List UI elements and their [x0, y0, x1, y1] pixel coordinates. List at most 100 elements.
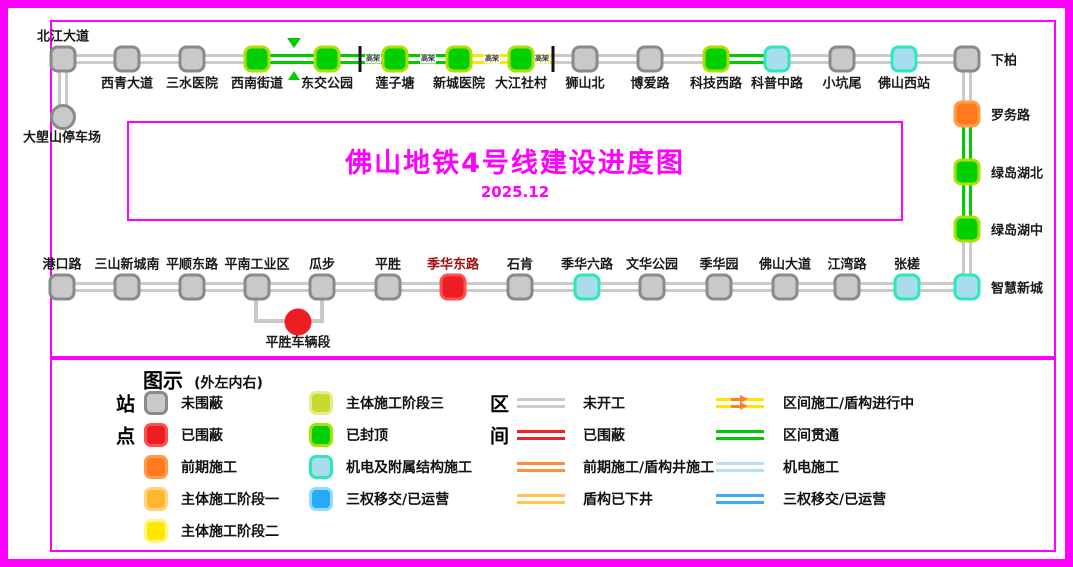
tbm-direction-marker-up [288, 71, 300, 80]
station-label: 北江大道 [36, 29, 90, 45]
elevated-label-chip: 高架 [365, 54, 381, 64]
line-segment [842, 54, 904, 64]
station-label: 莲子塘 [375, 76, 415, 92]
station-node [702, 45, 730, 73]
legend-item-label: 前期施工/盾构井施工 [583, 460, 715, 476]
station-node [893, 273, 921, 301]
station-label: 狮山北 [565, 76, 605, 92]
station-label: 瓜步 [308, 257, 336, 273]
station-label: 三水医院 [165, 76, 219, 92]
station-label: 平南工业区 [224, 257, 290, 273]
station-node [178, 45, 206, 73]
legend-item-label: 区间贯通 [783, 428, 839, 444]
line-segment [192, 54, 257, 64]
legend-item-label: 三权移交/已运营 [783, 492, 887, 508]
legend-section-line [517, 398, 565, 408]
title-date: 2025.12 [480, 183, 550, 201]
station-label: 科技西路 [689, 76, 743, 92]
legend-item-label: 三权移交/已运营 [346, 492, 450, 508]
legend-section-line [716, 494, 764, 504]
legend-item-label: 盾构已下井 [583, 492, 653, 508]
line-segment [585, 54, 650, 64]
legend-group-section-label: 区 [490, 393, 510, 416]
parking-lot-node [50, 104, 76, 130]
station-label: 文华公园 [625, 257, 679, 273]
legend-station-swatch [144, 423, 168, 447]
station-label: 新城医院 [432, 76, 486, 92]
station-label: 港口路 [42, 257, 82, 273]
legend-station-swatch [309, 391, 333, 415]
depot-loop-line [320, 296, 324, 323]
station-label: 科普中路 [750, 76, 804, 92]
legend-item-label: 已围蔽 [583, 428, 625, 444]
station-node [381, 45, 409, 73]
station-label: 平胜 [374, 257, 402, 273]
station-label: 东交公园 [300, 76, 354, 92]
station-label: 季华六路 [560, 257, 614, 273]
legend-header: 图示 (外左内右) [143, 365, 263, 394]
legend-station-swatch [144, 487, 168, 511]
legend-item-label: 未围蔽 [181, 396, 223, 412]
station-node [243, 45, 271, 73]
station-node [113, 273, 141, 301]
station-node [48, 273, 76, 301]
legend-header-title: 图示 [143, 368, 183, 393]
line-segment [553, 54, 585, 64]
depot-node [284, 308, 312, 336]
station-node [49, 45, 77, 73]
legend-section-line [716, 462, 764, 472]
station-label: 张槎 [893, 257, 921, 273]
shield-arrow-tail [731, 398, 740, 401]
line-segment [777, 54, 842, 64]
station-node [953, 215, 981, 243]
station-node [374, 273, 402, 301]
line-segment [962, 59, 972, 114]
line-segment [650, 54, 716, 64]
station-label: 罗务路 [991, 108, 1031, 124]
elevated-label-chip: 高架 [484, 54, 500, 64]
elevated-label-chip: 高架 [534, 54, 550, 64]
station-node [828, 45, 856, 73]
station-label: 平顺东路 [165, 257, 219, 273]
station-label: 智慧新城 [991, 281, 1044, 297]
station-label: 三山新城南 [94, 257, 160, 273]
legend-item-label: 主体施工阶段一 [181, 492, 279, 508]
page-title: 佛山地铁4号线建设进度图 [345, 148, 685, 179]
line-segment [127, 54, 192, 64]
station-node [763, 45, 791, 73]
legend-station-swatch [144, 519, 168, 543]
legend-item-label: 已围蔽 [181, 428, 223, 444]
depot-label: 大塱山停车场 [22, 130, 102, 146]
station-node [571, 45, 599, 73]
shield-arrow-head [740, 395, 748, 403]
title-box: 佛山地铁4号线建设进度图 2025.12 [127, 121, 903, 221]
station-label: 江湾路 [827, 257, 867, 273]
station-node [308, 273, 336, 301]
legend-item-label: 未开工 [583, 396, 625, 412]
legend-section-line [517, 494, 565, 504]
legend-panel [50, 358, 1056, 552]
station-node [178, 273, 206, 301]
legend-item-label: 主体施工阶段三 [346, 396, 444, 412]
line-segment [962, 114, 972, 172]
station-node [506, 273, 534, 301]
station-label: 西南街道 [230, 76, 284, 92]
legend-item-label: 主体施工阶段二 [181, 524, 279, 540]
legend-item-label: 前期施工 [181, 460, 237, 476]
legend-item-label: 机电施工 [783, 460, 839, 476]
station-node [113, 45, 141, 73]
station-node [243, 273, 271, 301]
line-segment [58, 59, 68, 117]
map-panel [50, 20, 1056, 358]
station-label: 石肯 [506, 257, 534, 273]
elevated-label-chip: 高架 [420, 54, 436, 64]
legend-section-line [716, 430, 764, 440]
legend-group-section-label: 间 [490, 425, 510, 448]
station-label: 佛山大道 [758, 257, 812, 273]
station-node [445, 45, 473, 73]
shield-arrow-head [740, 402, 748, 410]
station-node [439, 273, 467, 301]
station-node [953, 45, 981, 73]
station-label: 季华东路 [426, 257, 480, 273]
